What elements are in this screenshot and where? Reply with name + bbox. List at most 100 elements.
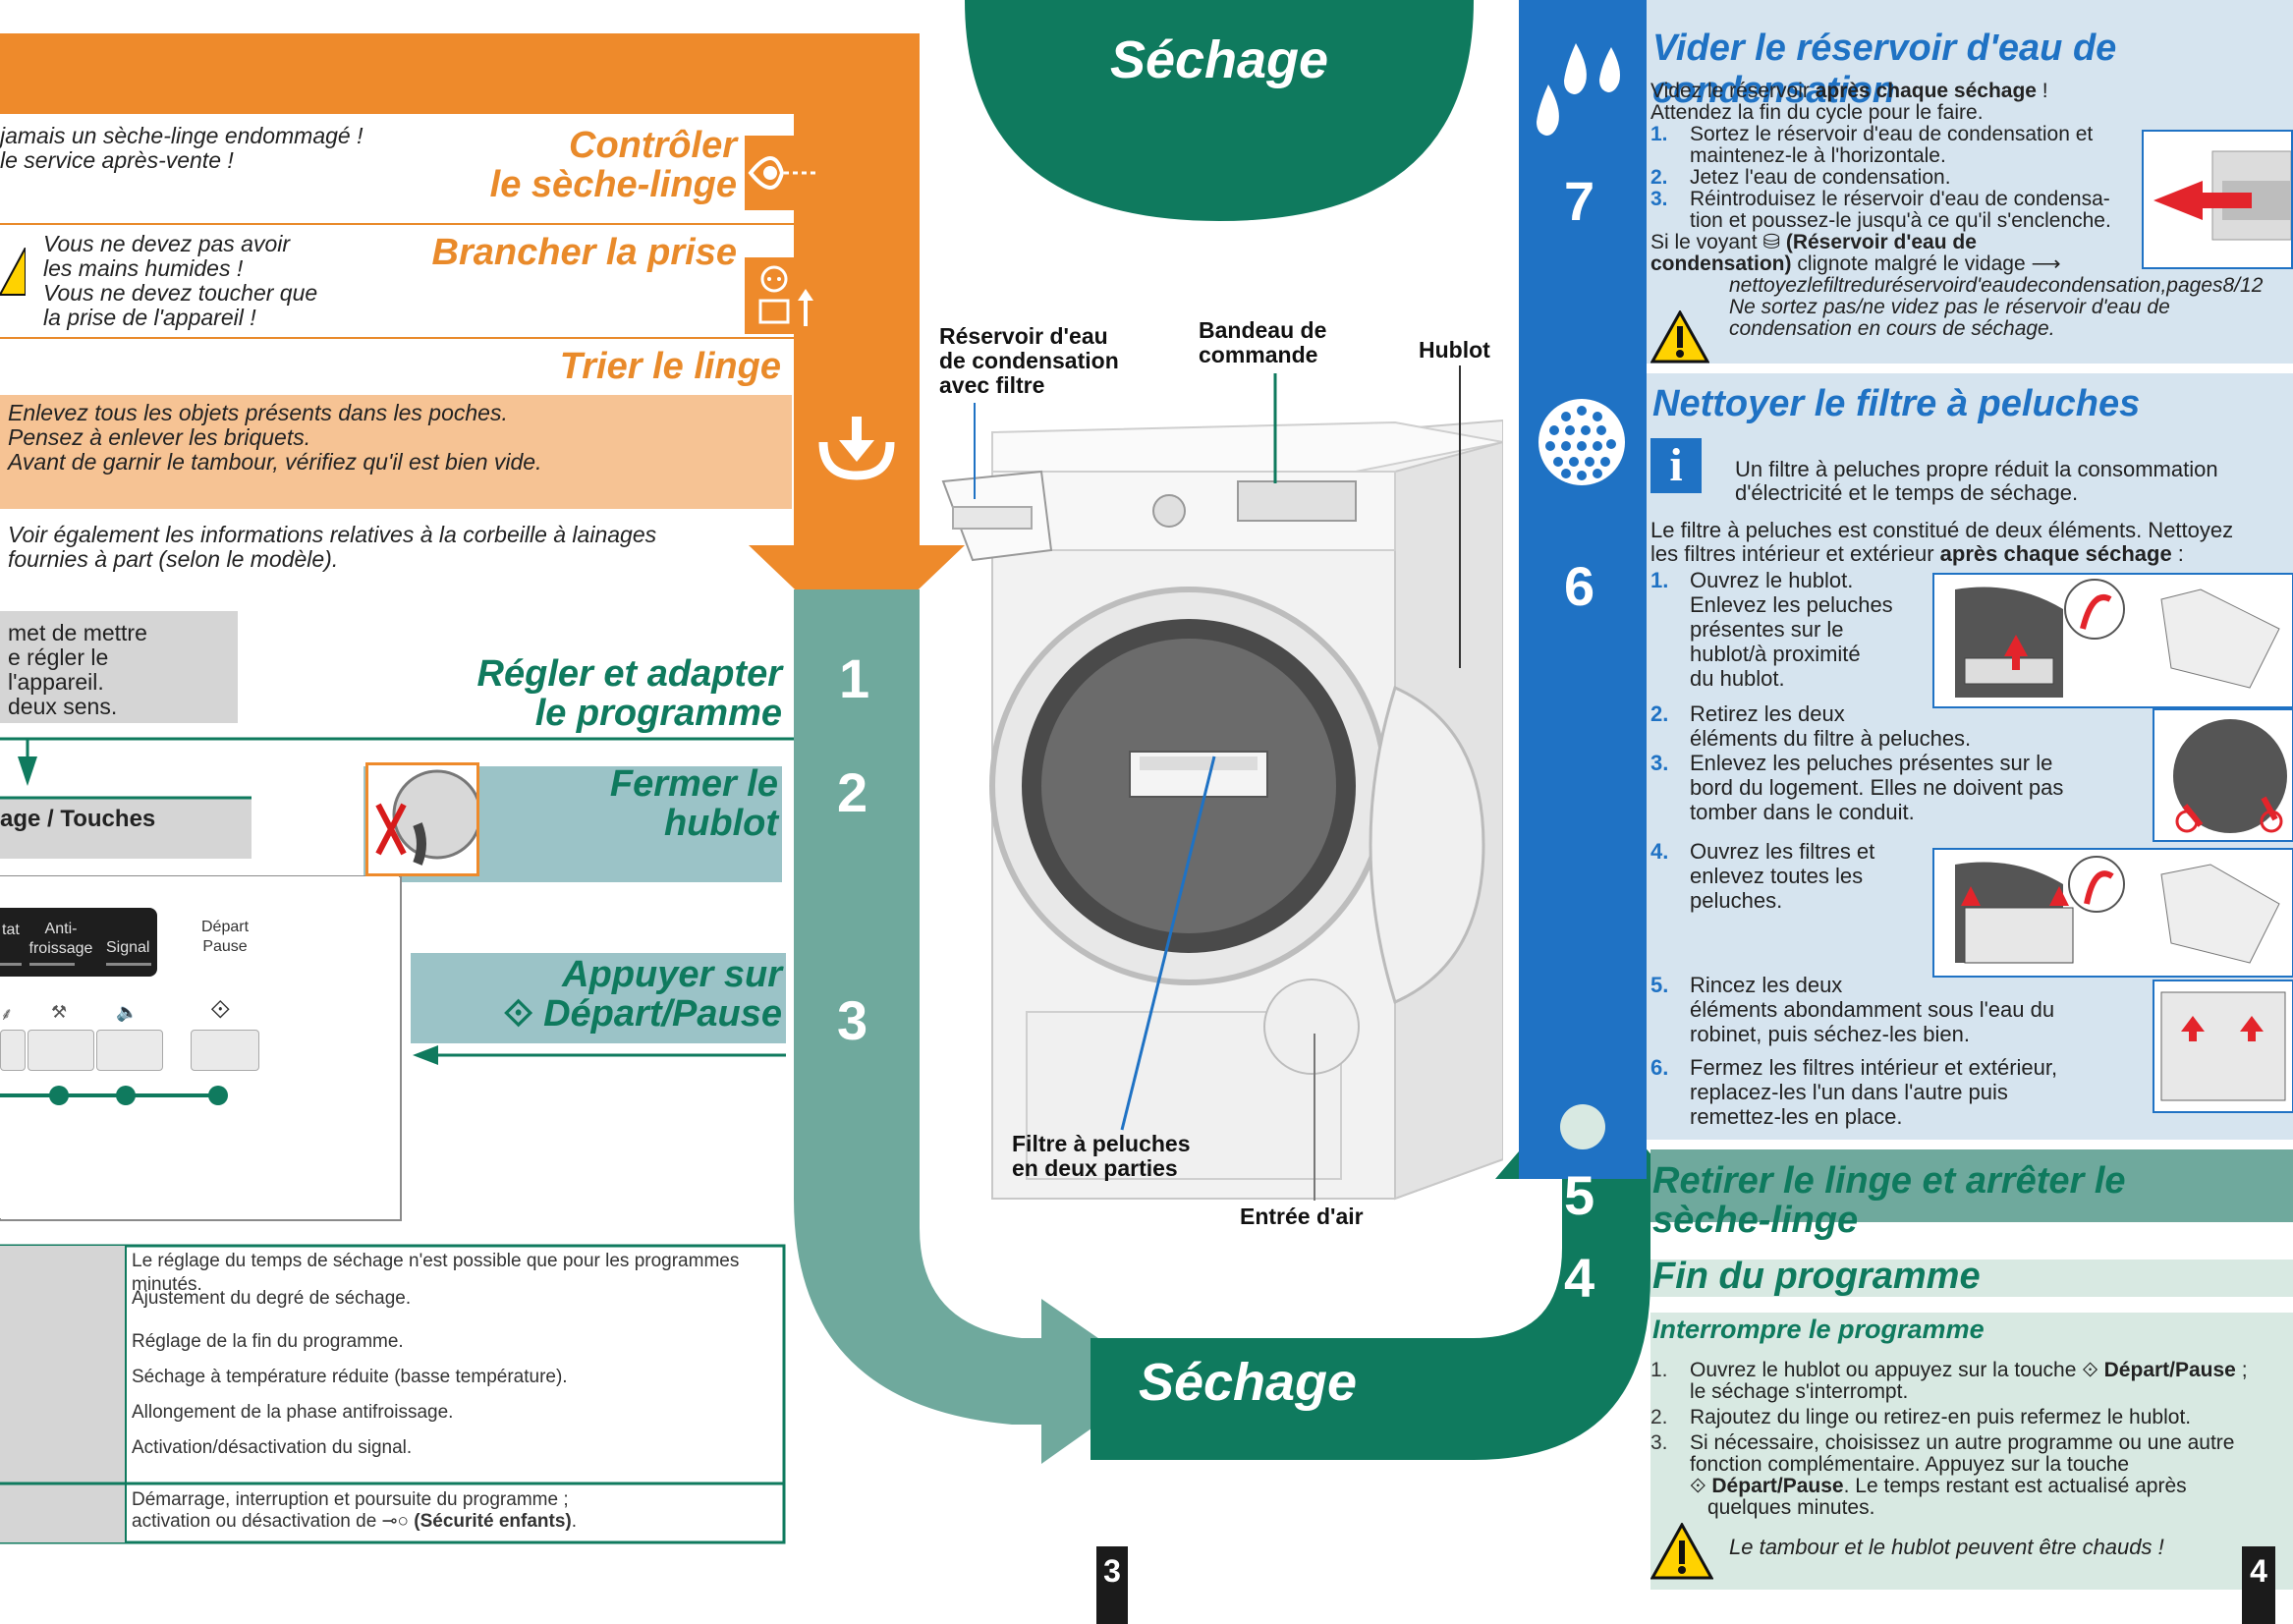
vider-intro-b: après chaque séchage xyxy=(1815,80,2037,102)
interrompre-heading: Interrompre le programme xyxy=(1652,1315,1985,1344)
trier-line1: Enlevez tous les objets présents dans le… xyxy=(8,400,508,425)
page-number-right: 4 xyxy=(2242,1546,2275,1624)
antifroissage-text1: Anti- xyxy=(44,921,78,937)
button-tat[interactable] xyxy=(0,1030,26,1071)
antifroissage-label: Anti- froissage xyxy=(24,920,98,959)
list-number: 1. xyxy=(1650,123,1668,145)
warn-line4: la prise de l'appareil ! xyxy=(43,305,256,330)
start-pause-icon: ⟐ xyxy=(2082,1359,2104,1381)
list-line: le séchage s'interrompt. xyxy=(1690,1380,1909,1403)
nettoyer-title: Nettoyer le filtre à peluches xyxy=(1652,383,2141,424)
step-1: 1 xyxy=(839,647,870,709)
filtre-intro-2b: après chaque séchage xyxy=(1939,541,2172,566)
list-item: 2.Jetez l'eau de condensation. xyxy=(1650,167,2289,189)
list-line: Jetez l'eau de condensation. xyxy=(1690,166,1951,189)
voir-line1: Voir également les informations relative… xyxy=(8,522,657,547)
tank-illustration xyxy=(2142,130,2293,269)
list-text: Ouvrez le hublot. Enlevez les peluches p… xyxy=(1690,568,1893,691)
list-item: 2. Rajoutez du linge ou retirez-en puis r… xyxy=(1650,1407,2293,1428)
step-7: 7 xyxy=(1564,170,1595,232)
fermer-line2: hublot xyxy=(663,803,778,844)
vider-si-d: clignote malgré le vidage ⟶ xyxy=(1791,252,2061,275)
list-line: du hublot. xyxy=(1690,666,1785,691)
list-line: remettez-les en place. xyxy=(1690,1104,1903,1129)
grey-line1: met de mettre xyxy=(8,620,147,645)
list-line: replacez-les l'un dans l'autre puis xyxy=(1690,1080,2008,1104)
button-antifroissage[interactable] xyxy=(28,1030,94,1071)
table-row: Le réglage du temps de séchage n'est pos… xyxy=(132,1251,740,1295)
program-dots xyxy=(0,1086,228,1105)
label-entree: Entrée d'air xyxy=(1240,1204,1364,1229)
list-number: 1. xyxy=(1650,1359,1668,1381)
vider-warn-line1: Ne sortez pas/ne videz pas le réservoir … xyxy=(1729,296,2170,318)
page-number-left: 3 xyxy=(1096,1546,1128,1624)
label-reservoir-line2: de condensation xyxy=(939,348,1119,373)
table-last-bold: (Sécurité enfants) xyxy=(414,1511,572,1532)
depart-text2: Pause xyxy=(202,938,248,955)
vider-si-a: Si le voyant xyxy=(1650,231,1763,253)
list-line: Réintroduisez le réservoir d'eau de cond… xyxy=(1690,188,2110,210)
button-signal[interactable] xyxy=(96,1030,163,1071)
list-line: Enlevez les peluches xyxy=(1690,592,1893,617)
list-number: 2. xyxy=(1650,1406,1668,1428)
grey-note: met de mettre e régler le l'appareil. de… xyxy=(8,621,147,719)
tab-header: age / Touches xyxy=(0,806,156,832)
trier-heading: Trier le linge xyxy=(559,346,781,387)
list-number: 4. xyxy=(1650,839,1669,864)
fermer-heading: Fermer le hublot xyxy=(487,764,778,843)
button-depart-pause[interactable] xyxy=(191,1030,259,1071)
list-line: Rajoutez du linge ou retirez-en puis ref… xyxy=(1690,1406,2192,1428)
vider-section: Videz le réservoir après chaque séchage … xyxy=(1650,81,2289,340)
vider-warn-line2: condensation en cours de séchage. xyxy=(1729,317,2055,340)
vider-intro-a: Videz le réservoir xyxy=(1650,80,1816,102)
appuyer-line1: Appuyer sur xyxy=(562,954,782,995)
warn-line1: Vous ne devez pas avoir xyxy=(43,231,291,256)
list-number: 5. xyxy=(1650,973,1669,997)
start-pause-icon: ⟐ xyxy=(503,993,544,1035)
list-line: Ouvrez le hublot. xyxy=(1690,568,1854,592)
grey-line2: e régler le xyxy=(8,644,109,670)
regler-heading: Régler et adapter le programme xyxy=(393,654,782,733)
warning-icon xyxy=(1650,308,1710,368)
brancher-heading: Brancher la prise xyxy=(431,232,737,273)
label-bandeau-line1: Bandeau de xyxy=(1199,317,1327,343)
filtre-intro-2a: les filtres intérieur et extérieur xyxy=(1650,541,1940,566)
list-number: 3. xyxy=(1650,751,1669,775)
table-row: Activation/désactivation du signal. xyxy=(132,1437,413,1458)
sechage-top: Séchage xyxy=(1109,30,1329,89)
step-3: 3 xyxy=(837,989,868,1051)
sechage-bottom: Séchage xyxy=(1138,1353,1358,1412)
vider-intro-c: ! xyxy=(2036,80,2048,102)
list-line: Fermez les filtres intérieur et extérieu… xyxy=(1690,1055,2058,1080)
list-item: 3.Si nécessaire, choisissez un autre pro… xyxy=(1650,1432,2293,1519)
filtre-intro-line1: Le filtre à peluches est constitué de de… xyxy=(1650,518,2234,542)
label-reservoir: Réservoir d'eau de condensation avec fil… xyxy=(939,324,1119,398)
list-line: présentes sur le xyxy=(1690,617,1844,642)
lint-filter-icon xyxy=(1537,397,1627,492)
retirer-heading: Retirer le linge et arrêter le sèche-lin… xyxy=(1652,1161,2126,1240)
label-filtre-line2: en deux parties xyxy=(1012,1155,1178,1181)
interrompre-list: 1.Ouvrez le hublot ou appuyez sur la tou… xyxy=(1650,1360,2293,1519)
voir-note: Voir également les informations relative… xyxy=(8,523,656,572)
table-last-prefix: activation ou désactivation de xyxy=(132,1511,377,1532)
list-line: quelques minutes. xyxy=(1707,1496,1875,1519)
warning-icon xyxy=(1650,1521,1714,1585)
signal-label: Signal xyxy=(106,939,150,956)
table-last-line1: Démarrage, interruption et poursuite du … xyxy=(132,1489,569,1510)
list-text: Réintroduisez le réservoir d'eau de cond… xyxy=(1690,189,2111,232)
hands-warning: Vous ne devez pas avoir les mains humide… xyxy=(43,232,317,330)
tat-bar xyxy=(0,963,22,966)
label-bandeau-line2: commande xyxy=(1199,342,1318,367)
vider-title: Vider le réservoir d'eau de condensation xyxy=(1652,28,2117,111)
signal-icon: 🔈 xyxy=(116,1002,139,1022)
step-6: 6 xyxy=(1564,555,1595,617)
filter-step-1: 1. Ouvrez le hublot. Enlevez les peluche… xyxy=(1650,568,1893,691)
list-line: robinet, puis séchez-les bien. xyxy=(1690,1022,1970,1046)
voir-line2: fournies à part (selon le modèle). xyxy=(8,546,339,572)
warn-chaud: Le tambour et le hublot peuvent être cha… xyxy=(1729,1535,2164,1559)
